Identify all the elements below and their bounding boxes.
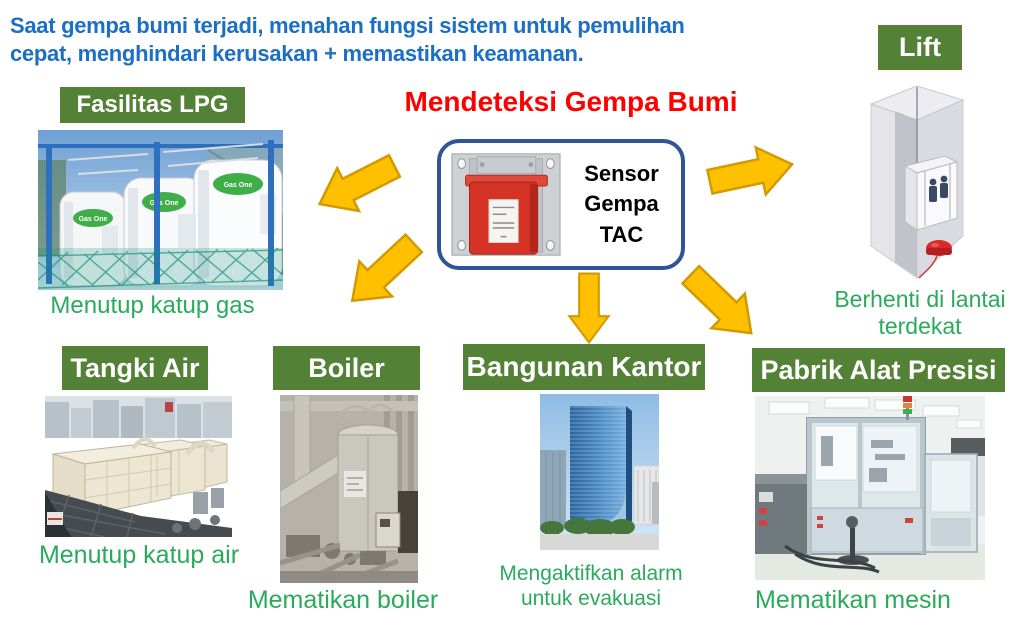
- label-boiler: Boiler: [273, 346, 420, 390]
- boiler-caption: Mematikan boiler: [247, 586, 439, 614]
- lpg-facility-photo: Gas One Gas One Gas One: [38, 130, 283, 290]
- water-tank-photo: [45, 396, 232, 537]
- kantor-caption-line1: Mengaktifkan alarm: [499, 562, 683, 585]
- lpg-tank-logo: Gas One: [224, 182, 253, 189]
- lift-illustration: [869, 85, 965, 280]
- intro-text-line2: cepat, menghindari kerusakan + memastika…: [10, 41, 584, 67]
- kantor-caption-line2: untuk evakuasi: [520, 586, 662, 610]
- sensor-label-line2: Gempa: [584, 191, 659, 217]
- kantor-caption: Mengaktifkan alarm untuk evakuasi: [481, 562, 701, 612]
- tangki-caption: Menutup katup air: [38, 541, 240, 569]
- precision-factory-photo: [755, 396, 985, 580]
- label-bangunan-kantor: Bangunan Kantor: [463, 344, 705, 390]
- lpg-tank-logo: Gas One: [150, 200, 179, 207]
- arrow-to-kantor-icon: [567, 272, 611, 345]
- sensor-label-line1: Sensor: [584, 160, 659, 186]
- arrow-to-tangki-boiler-icon: [350, 232, 424, 303]
- arrow-to-pabrik-icon: [680, 264, 753, 335]
- lift-caption-line1: Berhenti di lantai: [834, 286, 1006, 312]
- sensor-label-line3: TAC: [599, 221, 644, 247]
- lift-caption-line2: terdekat: [878, 313, 962, 340]
- boiler-photo: [280, 395, 418, 583]
- intro-text: Saat gempa bumi terjadi, menahan fungsi …: [10, 12, 840, 68]
- sensor-card: Sensor Gempa TAC: [437, 139, 685, 270]
- arrow-to-lpg-icon: [317, 153, 402, 213]
- sensor-label: Sensor Gempa TAC: [562, 159, 681, 250]
- lift-caption: Berhenti di lantai terdekat: [818, 286, 1022, 340]
- office-building-photo: [540, 394, 659, 550]
- arrow-to-lift-icon: [705, 145, 795, 198]
- earthquake-sensor-photo: [451, 152, 561, 256]
- pabrik-caption: Mematikan mesin: [755, 586, 951, 614]
- intro-text-line1: Saat gempa bumi terjadi, menahan fungsi …: [10, 13, 685, 38]
- page-title: Mendeteksi Gempa Bumi: [404, 86, 738, 117]
- label-lift: Lift: [878, 25, 962, 70]
- label-fasilitas-lpg: Fasilitas LPG: [60, 87, 245, 123]
- lpg-caption: Menutup katup gas: [50, 292, 255, 319]
- lpg-tank-logo: Gas One: [79, 216, 108, 223]
- label-tangki-air: Tangki Air: [62, 346, 208, 390]
- label-pabrik-alat-presisi: Pabrik Alat Presisi: [752, 348, 1005, 392]
